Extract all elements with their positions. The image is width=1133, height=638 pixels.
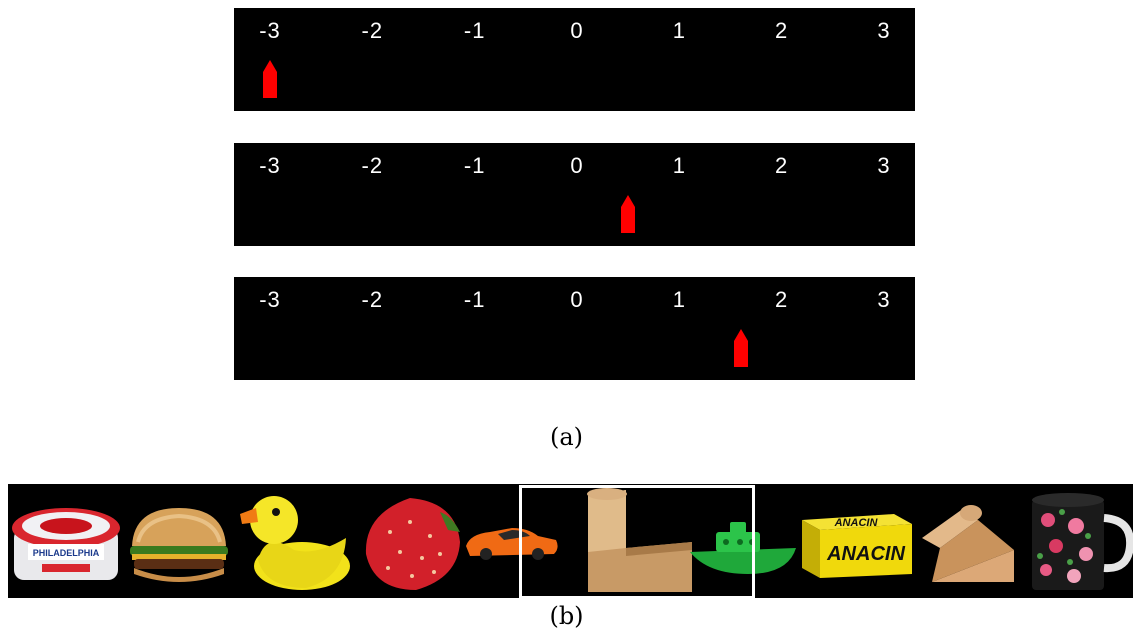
tick-label: -3 [259, 287, 281, 312]
object-strip: PHILADELPHIA [8, 484, 1133, 598]
tick-label: -1 [463, 153, 486, 178]
slider-marker[interactable] [621, 195, 636, 233]
tick-label: -1 [463, 287, 486, 312]
strawberry[interactable] [360, 492, 464, 594]
tick-label: 1 [672, 153, 686, 178]
floral-mug[interactable] [1026, 490, 1133, 594]
slider-marker[interactable] [263, 60, 277, 98]
selection-box [519, 485, 755, 598]
hamburger[interactable] [124, 502, 234, 588]
tick-label: -3 [259, 153, 281, 178]
tick-label: -2 [361, 287, 384, 312]
tick-label: 1 [672, 287, 686, 312]
tick-label: 2 [775, 153, 789, 178]
tick-label: -3 [259, 18, 281, 43]
toy-car[interactable] [464, 524, 560, 564]
wooden-wedge[interactable] [914, 498, 1030, 592]
rating-scale-3[interactable]: -3 -2 -1 0 1 2 3 [234, 277, 915, 380]
tick-label: 1 [672, 18, 686, 43]
rating-scale-1[interactable]: -3 -2 -1 0 1 2 3 [234, 8, 915, 111]
caption-b: (b) [549, 602, 584, 630]
tick-label: 2 [775, 287, 789, 312]
caption-a: (a) [549, 423, 584, 451]
rubber-duck[interactable] [236, 490, 354, 594]
toy-boat[interactable] [688, 518, 798, 578]
svg-text:PHILADELPHIA: PHILADELPHIA [33, 548, 100, 558]
tick-label: -2 [361, 153, 384, 178]
tick-label: 0 [570, 153, 584, 178]
tick-label: 3 [877, 287, 891, 312]
tick-label: -1 [463, 18, 486, 43]
rating-scale-2[interactable]: -3 -2 -1 0 1 2 3 [234, 143, 915, 246]
cream-cheese-tub[interactable]: PHILADELPHIA [8, 498, 124, 588]
tick-label: -2 [361, 18, 384, 43]
svg-text:ANACIN: ANACIN [826, 543, 905, 565]
tick-label: 3 [877, 153, 891, 178]
anacin-box[interactable]: ANACIN ANACIN [798, 510, 916, 580]
tick-label: 0 [570, 287, 584, 312]
wooden-l-block[interactable] [580, 486, 696, 594]
tick-label: 0 [570, 18, 584, 43]
svg-text:ANACIN: ANACIN [834, 517, 879, 529]
tick-label: 2 [775, 18, 789, 43]
tick-label: 3 [877, 18, 891, 43]
slider-marker[interactable] [733, 329, 748, 367]
